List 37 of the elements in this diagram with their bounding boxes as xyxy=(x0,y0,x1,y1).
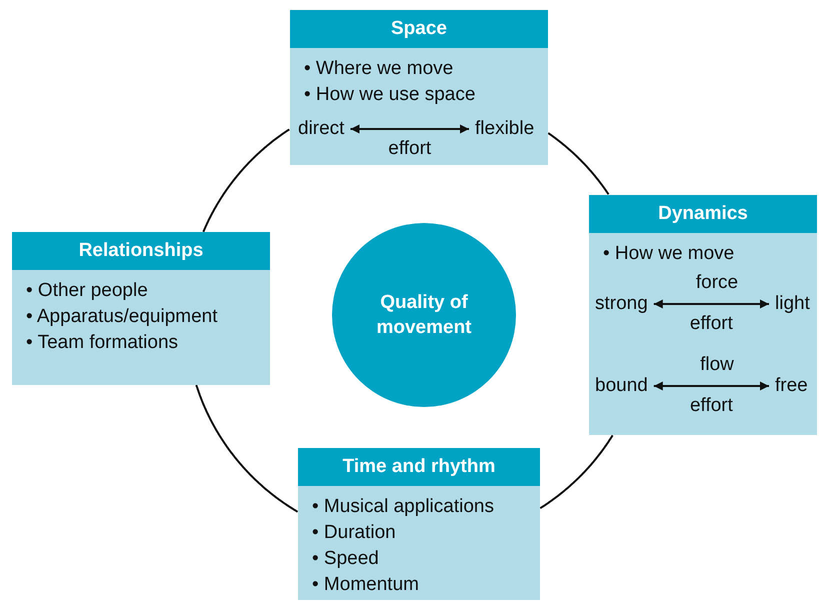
topic-box xyxy=(290,10,548,165)
center-circle: Quality of movement xyxy=(332,223,516,407)
dimension-label: flow xyxy=(700,354,734,376)
box-heading: Time and rhythm xyxy=(298,448,540,486)
pole-label: bound xyxy=(595,375,648,397)
ring-arc xyxy=(540,434,614,510)
bullet-item: • Duration xyxy=(312,521,397,545)
bullet-item: • Other people xyxy=(26,279,149,303)
pole-label: free xyxy=(775,375,808,397)
dimension-label: force xyxy=(696,272,738,294)
edge-label: effort xyxy=(690,313,733,335)
pole-label: light xyxy=(775,293,810,315)
double-arrow xyxy=(654,300,769,308)
ring-arc xyxy=(195,384,298,513)
edge-label: effort xyxy=(388,138,432,160)
topic-box xyxy=(298,448,540,600)
box-heading: Dynamics xyxy=(589,195,817,233)
pole-label: strong xyxy=(595,293,648,315)
pole-label: flexible xyxy=(475,118,534,140)
box-heading: Relationships xyxy=(12,232,270,270)
topic-box xyxy=(12,232,270,385)
bullet-item: • Speed xyxy=(312,547,380,571)
box-heading: Space xyxy=(290,10,548,48)
ring-arc xyxy=(548,132,610,195)
edge-label: effort xyxy=(690,395,733,417)
bullet-item: • How we move xyxy=(603,242,736,266)
double-arrow xyxy=(654,382,769,390)
pole-label: direct xyxy=(298,118,344,140)
bullet-item: • Momentum xyxy=(312,573,420,597)
topic-box xyxy=(589,195,817,435)
bullet-item: • Apparatus/equipment xyxy=(26,305,219,329)
ring-arc xyxy=(202,128,290,232)
bullet-item: • Team formations xyxy=(26,331,180,355)
bullet-item: • How we use space xyxy=(304,83,476,107)
bullet-item: • Musical applications xyxy=(312,495,495,519)
bullet-item: • Where we move xyxy=(304,57,454,81)
double-arrow xyxy=(350,124,469,134)
